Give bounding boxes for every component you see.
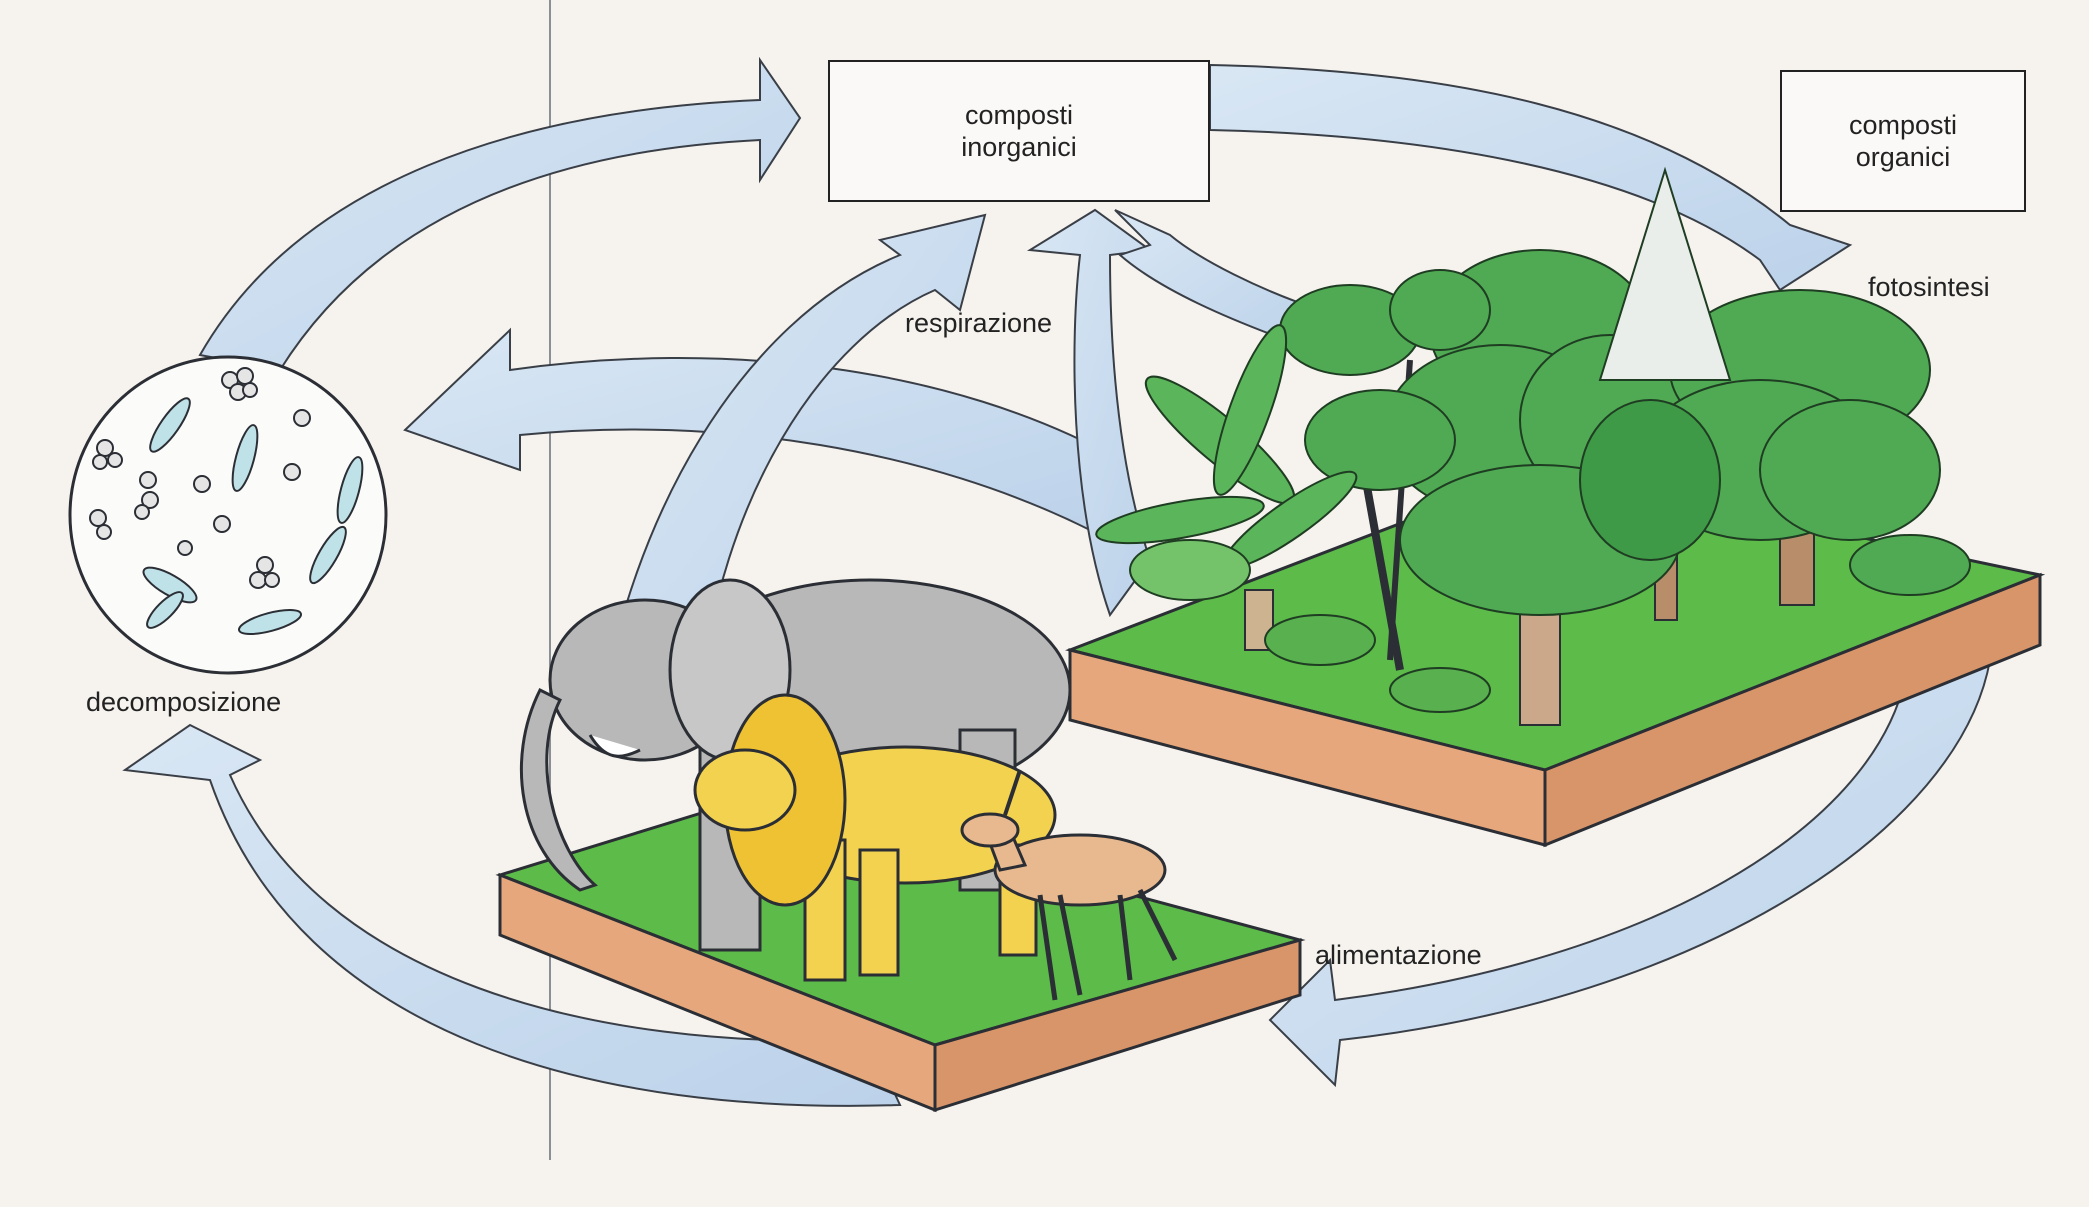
- animals-block: [495, 578, 1306, 1113]
- arrow-animals-to-decomposition: [122, 723, 902, 1107]
- arrow-forest-to-animals: [1268, 658, 1992, 1088]
- label-decomposition: decomposizione: [86, 687, 282, 717]
- forest-block: [1065, 166, 2046, 848]
- organic-box-line2: organici: [1855, 142, 1951, 172]
- label-feeding: alimentazione: [1315, 940, 1482, 970]
- arrow-forest-respiration-right: [1114, 209, 1322, 347]
- label-photosynthesis: fotosintesi: [1868, 272, 1990, 302]
- label-respiration: respirazione: [905, 308, 1053, 338]
- organic-compounds-box: composti organici: [1780, 70, 2026, 212]
- arrow-inorganic-to-photosynthesis: [1209, 63, 1853, 292]
- arrow-forest-respiration: [1026, 208, 1153, 618]
- decomposer-microbes: [68, 355, 388, 675]
- inorganic-compounds-box: composti inorganici: [828, 60, 1210, 202]
- gazelle: [960, 769, 1178, 1001]
- inorganic-box-line1: composti: [964, 100, 1074, 130]
- arrow-decomposition-to-inorganic: [198, 56, 802, 372]
- organic-box-line1: composti: [1848, 110, 1958, 140]
- inorganic-box-line2: inorganici: [961, 132, 1077, 162]
